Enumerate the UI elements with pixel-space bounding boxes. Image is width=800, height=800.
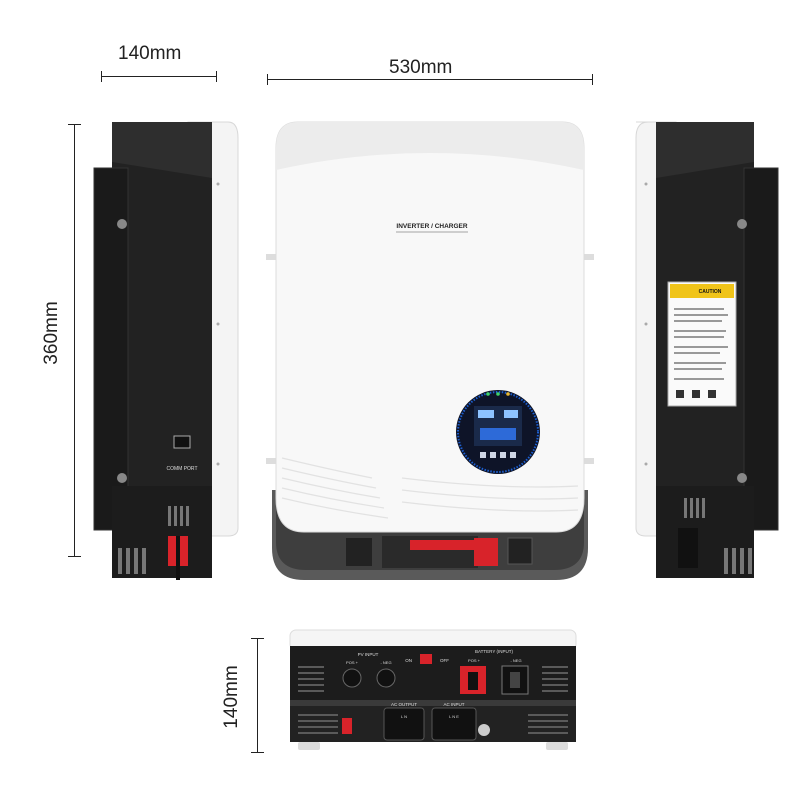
dim-tick <box>251 752 264 753</box>
caution-label: CAUTION <box>699 289 722 295</box>
switch-on-label: ON <box>405 658 412 663</box>
dim-label-bottom-depth: 140mm <box>221 665 242 729</box>
bat-neg-label: - NEG <box>510 658 521 663</box>
dim-label-side-width: 140mm <box>118 43 182 64</box>
dim-tick <box>267 74 268 85</box>
dim-line-bottom-depth <box>257 638 258 753</box>
dim-label-height: 360mm <box>41 301 62 365</box>
comm-port-label: COMM PORT <box>166 466 197 472</box>
dim-line-side-width <box>101 76 217 77</box>
front-panel-title: INVERTER / CHARGER <box>396 223 467 230</box>
ac-output-terminals: L N <box>401 714 407 719</box>
battery-input-label: BATTERY (INPUT) <box>475 649 514 654</box>
bat-pos-label: POS + <box>468 658 481 663</box>
inverter-front-view: INVERTER / CHARGER <box>266 121 594 580</box>
dim-tick <box>68 556 81 557</box>
dim-tick <box>101 71 102 82</box>
dim-tick <box>592 74 593 85</box>
ac-input-terminals: L N E <box>449 714 459 719</box>
dim-line-height <box>74 124 75 557</box>
dim-tick <box>251 638 264 639</box>
dim-label-front-width: 530mm <box>389 57 453 78</box>
pv-neg-label: - NEG <box>380 660 391 665</box>
inverter-side-view-right: CAUTION <box>635 121 779 578</box>
pv-pos-label: POS + <box>346 660 359 665</box>
ac-output-label: AC OUTPUT <box>391 702 417 707</box>
switch-off-label: OFF <box>440 658 449 663</box>
ac-input-label: AC INPUT <box>443 702 464 707</box>
pv-input-label: PV INPUT <box>358 652 379 657</box>
dim-tick <box>216 71 217 82</box>
inverter-side-view-left: COMM PORT <box>93 121 239 580</box>
inverter-bottom-view: PV INPUT POS + - NEG ON OFF BATTERY (INP… <box>289 629 577 750</box>
dim-tick <box>68 124 81 125</box>
dim-line-front-width <box>267 79 593 80</box>
